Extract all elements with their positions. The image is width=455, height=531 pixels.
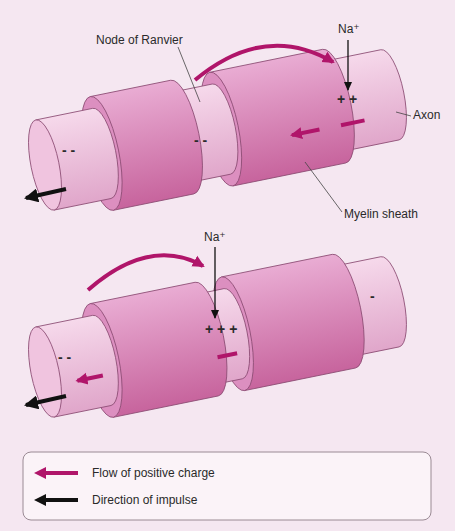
impulse-arrow xyxy=(26,396,66,405)
charge-flow xyxy=(292,130,319,136)
axon-face xyxy=(22,117,68,213)
ion-label: Na⁺ xyxy=(338,22,360,36)
sample-arrow-head xyxy=(34,467,46,479)
charge-sign: - - xyxy=(62,143,75,157)
charge-sign: - - xyxy=(58,350,71,364)
sample-arrow-shaft xyxy=(44,498,78,502)
legend-row: Direction of impulse xyxy=(32,492,197,508)
charge-flow xyxy=(88,255,203,290)
sample-arrow-head xyxy=(34,494,46,506)
charge-flow xyxy=(77,376,102,381)
charge-sign: + + xyxy=(337,92,357,106)
impulse-arrow xyxy=(26,189,66,198)
axon-face xyxy=(22,324,68,420)
ion-label: Na⁺ xyxy=(204,230,226,244)
axon-top xyxy=(20,35,415,224)
leader-line xyxy=(178,47,200,102)
charge-sign: - - xyxy=(194,133,207,147)
legend-text: Direction of impulse xyxy=(92,493,197,507)
leader-line xyxy=(396,112,411,116)
legend-sample xyxy=(32,492,80,508)
charge-sign: + + + xyxy=(205,322,237,336)
part-label: Myelin sheath xyxy=(344,207,418,221)
part-label: Axon xyxy=(413,108,440,122)
charge-flow xyxy=(195,46,333,80)
legend-sample xyxy=(32,465,80,481)
ion-arrow xyxy=(347,40,348,90)
charge-flow xyxy=(341,120,365,125)
legend-row: Flow of positive charge xyxy=(32,465,215,481)
part-label: Node of Ranvier xyxy=(96,33,183,47)
legend-text: Flow of positive charge xyxy=(92,466,215,480)
legend-box xyxy=(23,452,431,520)
charge-flow xyxy=(218,353,238,357)
ion-arrow xyxy=(214,247,215,318)
charge-sign: - xyxy=(370,289,375,303)
sample-arrow-shaft xyxy=(44,471,78,475)
axon-bottom xyxy=(20,242,415,431)
leader-line xyxy=(305,162,342,212)
